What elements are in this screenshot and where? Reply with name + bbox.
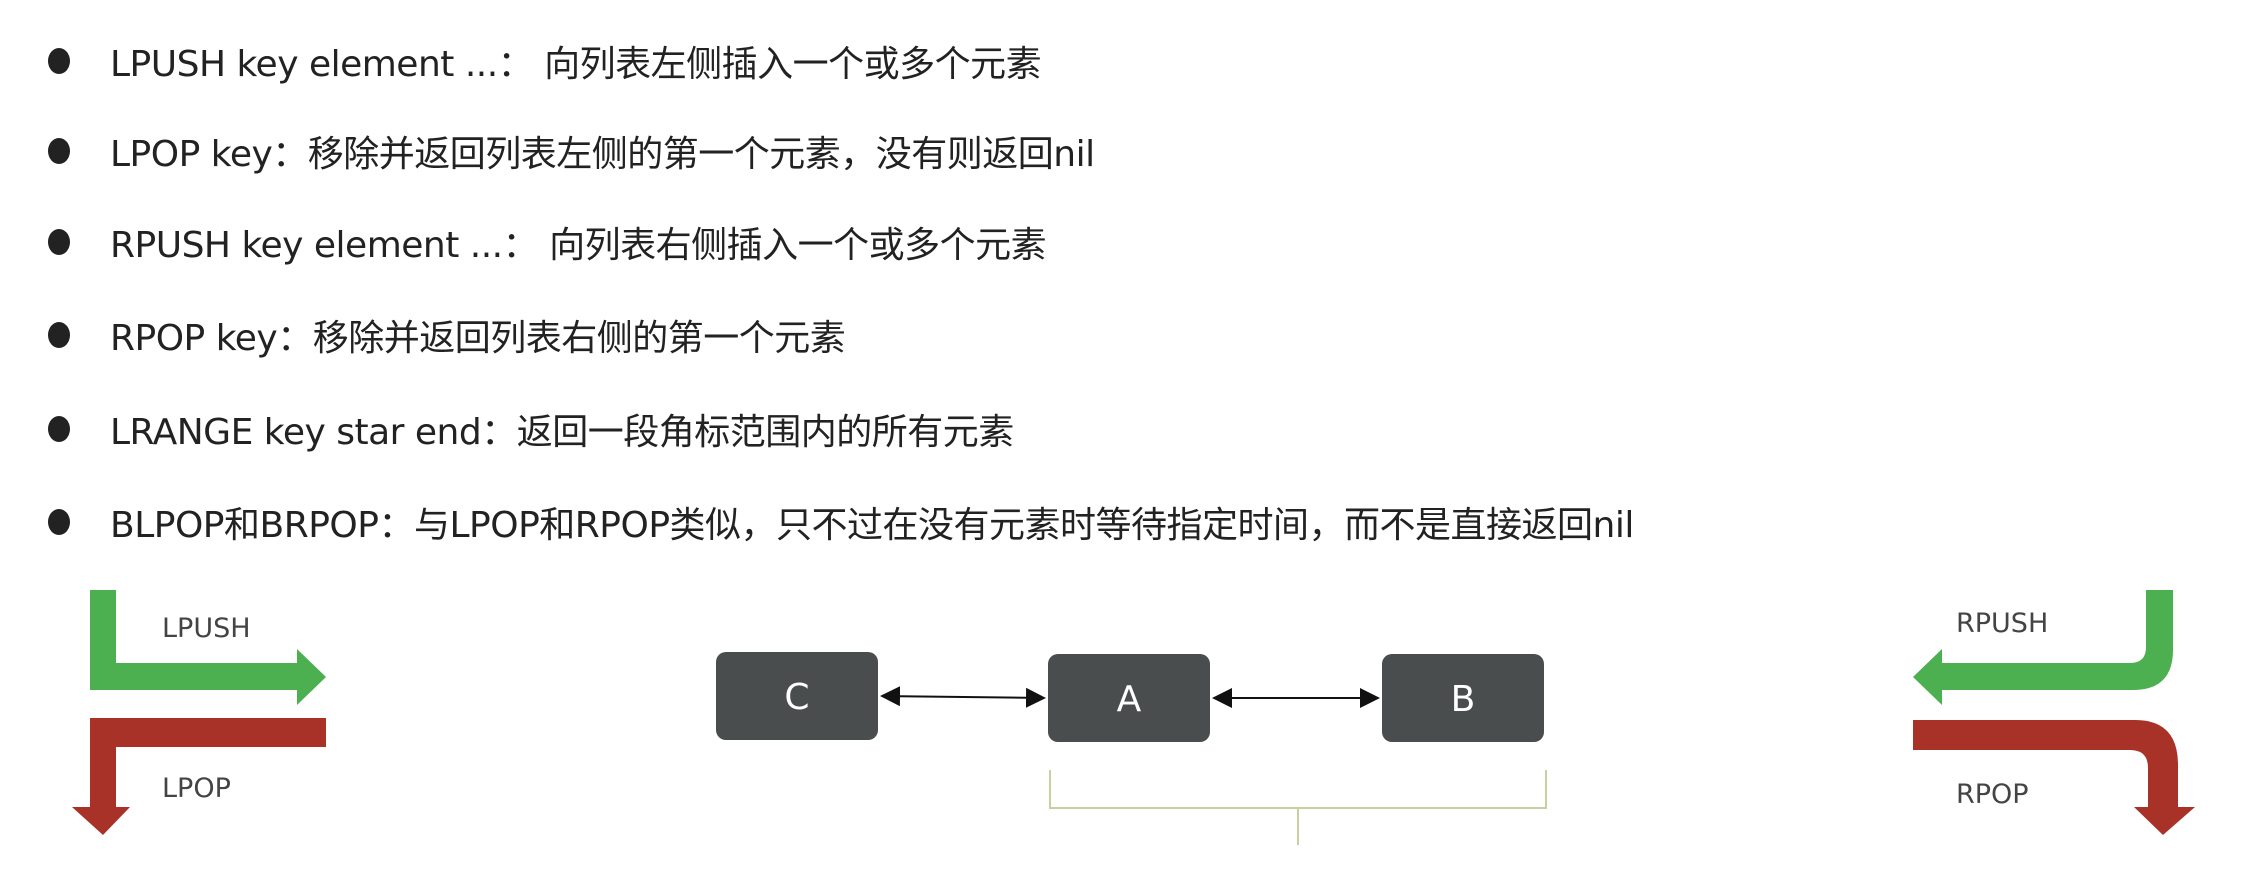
command-text: LPUSH key element ...： 向列表左侧插入一个或多个元素 [110, 44, 1042, 85]
list-item: RPUSH key element ...： 向列表右侧插入一个或多个元素 [48, 216, 1047, 268]
command-text: RPUSH key element ...： 向列表右侧插入一个或多个元素 [110, 225, 1047, 266]
command-text: LPOP key：移除并返回列表左侧的第一个元素，没有则返回nil [110, 134, 1095, 175]
node-b [1382, 654, 1544, 742]
node-c [716, 652, 878, 740]
bullet-icon [48, 229, 70, 255]
command-text: RPOP key：移除并返回列表右侧的第一个元素 [110, 318, 846, 359]
bullet-icon [48, 509, 70, 535]
node-a-label: A [1117, 679, 1142, 720]
rpush-arrow-icon [1913, 590, 2173, 705]
bullet-icon [48, 416, 70, 442]
node-c-label: C [784, 677, 809, 718]
rpush-label: RPUSH [1956, 608, 2048, 639]
list-item: LPOP key：移除并返回列表左侧的第一个元素，没有则返回nil [48, 125, 1095, 177]
lpop-label: LPOP [162, 773, 231, 804]
list-item: RPOP key：移除并返回列表右侧的第一个元素 [48, 309, 846, 361]
lpop-arrow-icon [72, 718, 326, 835]
node-b-label: B [1451, 679, 1476, 720]
rpop-label: RPOP [1956, 779, 2029, 810]
bullet-icon [48, 48, 70, 74]
rpop-arrow-icon [1913, 720, 2195, 835]
lpush-arrow-icon [90, 590, 326, 705]
list-item: LRANGE key star end：返回一段角标范围内的所有元素 [48, 403, 1014, 455]
range-bracket [1049, 770, 1547, 845]
node-a [1048, 654, 1210, 742]
command-text: BLPOP和BRPOP：与LPOP和RPOP类似，只不过在没有元素时等待指定时间… [110, 505, 1634, 546]
list-item: BLPOP和BRPOP：与LPOP和RPOP类似，只不过在没有元素时等待指定时间… [48, 496, 1634, 548]
bullet-icon [48, 138, 70, 164]
command-text: LRANGE key star end：返回一段角标范围内的所有元素 [110, 412, 1014, 453]
list-item: LPUSH key element ...： 向列表左侧插入一个或多个元素 [48, 35, 1042, 87]
link-c-a [880, 686, 1046, 708]
bullet-icon [48, 322, 70, 348]
lpush-label: LPUSH [162, 613, 251, 644]
